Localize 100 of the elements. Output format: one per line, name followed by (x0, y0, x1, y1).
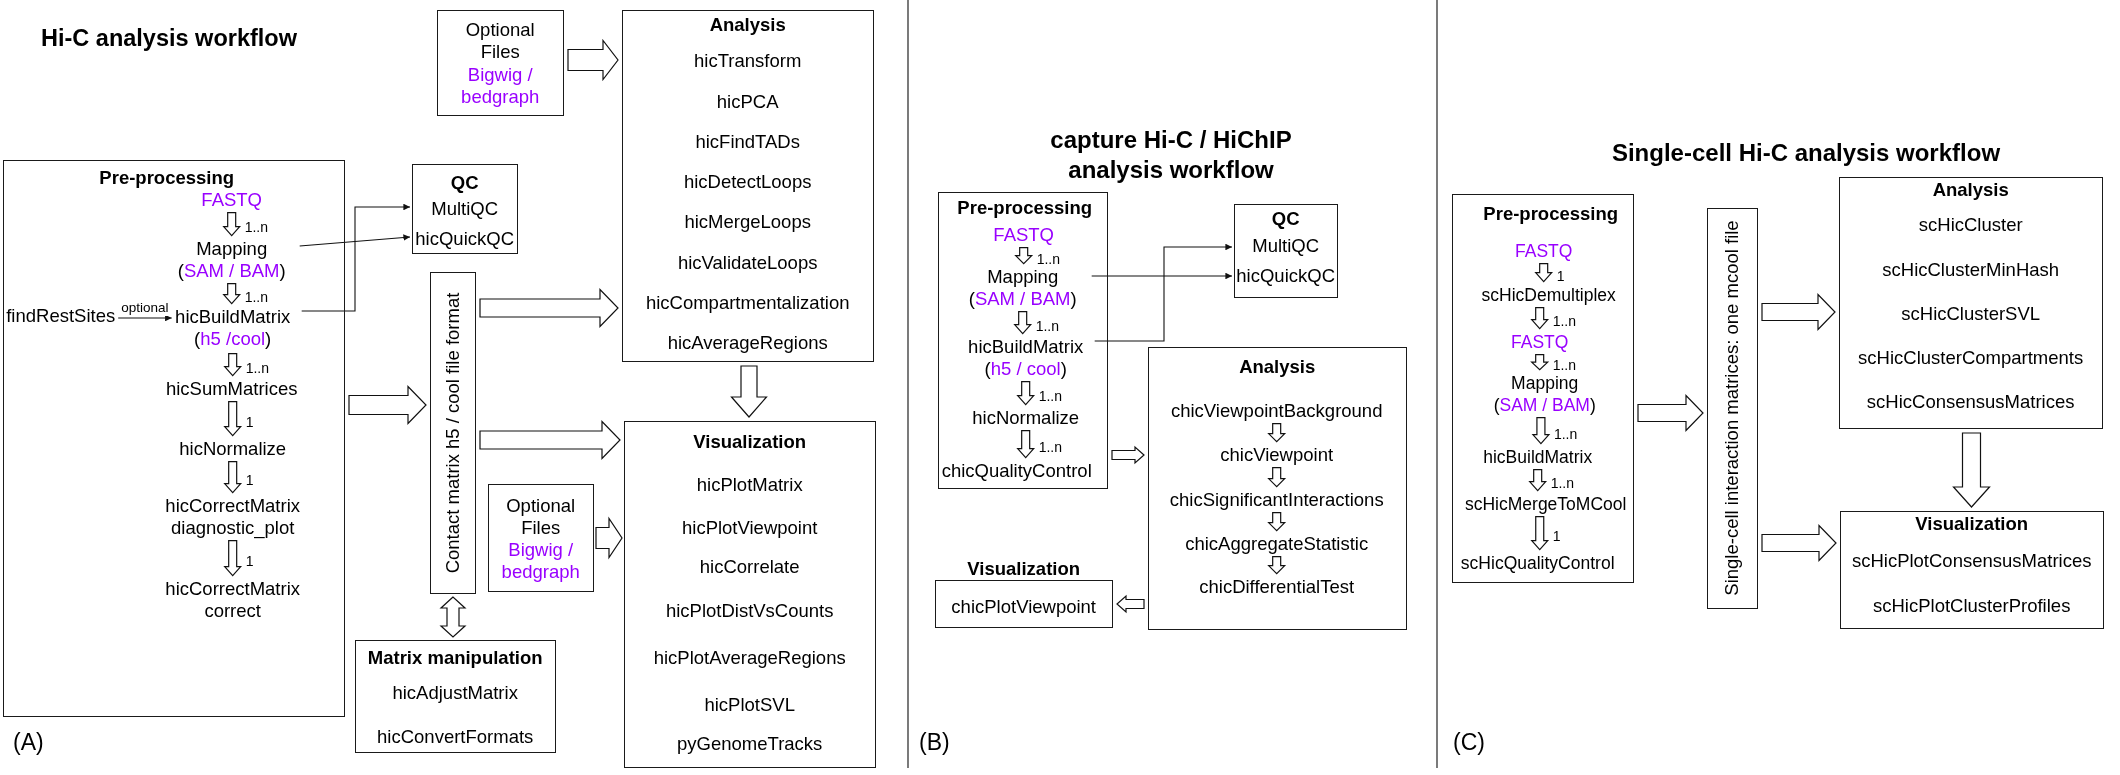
block-arrow (1267, 423, 1287, 443)
tool-name: hicPlotAverageRegions (653, 646, 846, 669)
process-box (1707, 208, 1758, 609)
block-arrow (1016, 381, 1036, 406)
block-arrow (1016, 430, 1036, 459)
step-label: scHicMergeToMCool (1464, 492, 1627, 515)
process-box (938, 192, 1108, 489)
tool-name: hicPCA (716, 90, 779, 113)
block-arrow (1952, 432, 1991, 508)
file-format-label: (SAM / BAM) (177, 259, 286, 282)
process-box (622, 10, 874, 362)
tool-name: hicValidateLoops (677, 251, 818, 274)
step-label: Mapping (1511, 371, 1579, 394)
panel-letter: (A) (13, 728, 44, 756)
box-heading: Matrix manipulation (367, 646, 543, 669)
tool-name: scHicClusterCompartments (1858, 346, 2084, 369)
tool-name: chicViewpointBackground (1170, 399, 1383, 422)
arrow (301, 203, 411, 312)
block-arrow (1267, 556, 1287, 575)
process-box (1452, 194, 1634, 583)
tool-name: chicAggregateStatistic (1185, 532, 1369, 555)
block-arrow (223, 401, 243, 437)
block-arrow (1530, 516, 1550, 551)
tool-name: scHicPlotConsensusMatrices (1851, 549, 2092, 572)
tool-name: chicDifferentialTest (1199, 575, 1355, 598)
file-format-label: (SAM / BAM) (968, 287, 1077, 310)
tool-name: scHicConsensusMatrices (1866, 390, 2075, 413)
step-label: hicCorrectMatrix correct (165, 577, 300, 622)
block-arrow (479, 288, 619, 328)
box-heading: Pre-processing (957, 196, 1093, 219)
tool-name: hicQuickQC (1236, 264, 1336, 287)
step-label: hicCorrectMatrix diagnostic_plot (165, 494, 300, 539)
block-arrow (1267, 467, 1287, 488)
block-arrow (1761, 293, 1836, 331)
edge-label: optional (120, 300, 170, 316)
box-label: Optional Files (506, 494, 576, 539)
box-heading: Analysis (1932, 178, 2009, 201)
arrow (1094, 243, 1233, 342)
block-arrow (1267, 512, 1287, 532)
block-arrow (1637, 394, 1704, 432)
tool-name: hicTransform (694, 49, 802, 72)
tool-name: hicPlotDistVsCounts (665, 599, 834, 622)
block-arrow (1531, 417, 1551, 445)
block-arrow (1116, 594, 1145, 614)
tool-name: MultiQC (431, 197, 499, 220)
box-heading: Pre-processing (99, 166, 235, 189)
box-heading: Pre-processing (1483, 202, 1619, 225)
tool-name: scHicClusterSVL (1901, 302, 2041, 325)
tool-name: hicAdjustMatrix (392, 681, 518, 704)
step-label: hicNormalize (972, 406, 1080, 429)
tool-name: hicPlotViewpoint (682, 516, 818, 539)
tool-name: scHicClusterMinHash (1882, 258, 2060, 281)
file-format-label: FASTQ (201, 188, 262, 211)
process-box (1839, 177, 2103, 429)
tool-name: hicMergeLoops (684, 210, 811, 233)
step-label: hicBuildMatrix (968, 335, 1084, 358)
tool-name: hicQuickQC (415, 227, 515, 250)
file-format-label: Bigwig / bedgraph (460, 63, 541, 108)
block-arrow (1528, 469, 1548, 492)
panel-title: capture Hi-C / HiChIP analysis workflow (1049, 125, 1293, 185)
step-label: hicBuildMatrix (1483, 445, 1593, 468)
panel-letter: (C) (1453, 728, 1485, 756)
file-format-label: Bigwig / bedgraph (500, 538, 581, 583)
step-label: chicQualityControl (941, 459, 1092, 482)
arrow (1091, 272, 1233, 280)
block-arrow (1761, 524, 1837, 562)
tool-name: hicDetectLoops (683, 170, 812, 193)
block-arrow (1111, 445, 1145, 465)
tool-name: scHicPlotClusterProfiles (1873, 594, 2071, 617)
block-arrow (567, 38, 619, 82)
step-label: scHicDemultiplex (1481, 283, 1616, 306)
double-block-arrow (439, 596, 467, 638)
box-heading: Visualization (693, 430, 807, 453)
step-label: hicBuildMatrix (175, 305, 291, 328)
panel-letter: (B) (919, 728, 950, 756)
process-box (412, 164, 518, 254)
tool-name: chicPlotViewpoint (951, 595, 1096, 618)
file-format-label: (h5 /cool) (194, 327, 272, 350)
box-heading: Visualization (1915, 512, 2029, 535)
tool-name: hicFindTADs (695, 130, 800, 153)
process-box (355, 640, 556, 753)
tool-name: hicAverageRegions (667, 331, 828, 354)
tool-name: hicConvertFormats (377, 725, 534, 748)
box-heading: QC (1271, 207, 1300, 230)
panel-title: Hi-C analysis workflow (41, 24, 297, 52)
block-arrow (223, 461, 243, 494)
block-arrow (222, 212, 242, 237)
block-arrow (1534, 263, 1554, 283)
step-label: scHicQualityControl (1460, 551, 1615, 574)
block-arrow (348, 385, 427, 425)
box-heading: QC (450, 171, 479, 194)
tool-name: scHicCluster (1918, 213, 2023, 236)
block-arrow (1530, 354, 1550, 371)
panel-title: Single-cell Hi-C analysis workflow (1611, 139, 2001, 167)
process-box (1840, 511, 2104, 629)
step-label: hicSumMatrices (165, 377, 298, 400)
file-format-label: (SAM / BAM) (1493, 393, 1596, 416)
box-label: Optional Files (465, 18, 535, 63)
file-format-label: FASTQ (1515, 239, 1573, 262)
block-arrow (222, 283, 242, 305)
